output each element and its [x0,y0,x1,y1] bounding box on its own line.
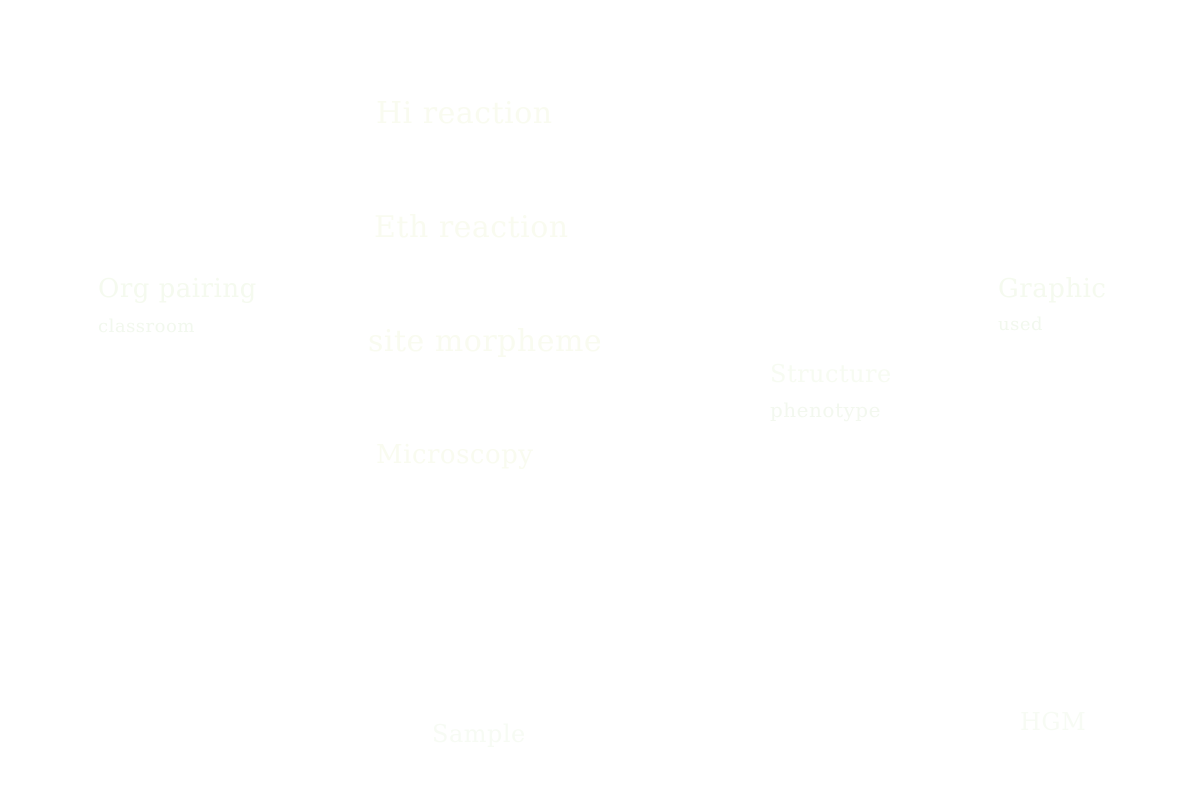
center-item-3: site morpheme [368,324,603,359]
center-item-4: Microscopy [376,440,534,470]
left-node-title: Org pairing [98,274,257,304]
center-item-1: Hi reaction [376,96,553,131]
footer-right-label: HGM [1020,708,1087,736]
middle-node-title: Structure [770,360,892,388]
footer-left-label: Sample [432,720,526,748]
middle-node-subtitle: phenotype [770,398,881,422]
right-node-subtitle: used [998,314,1044,335]
right-node-title: Graphic [998,274,1107,304]
left-node-subtitle: classroom [98,316,195,337]
center-item-2: Eth reaction [374,210,569,245]
